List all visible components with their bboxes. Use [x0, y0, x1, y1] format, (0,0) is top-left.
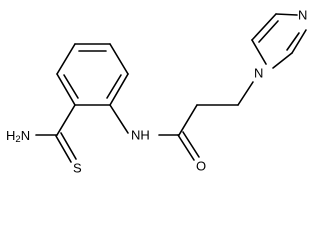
double-bond: [55, 135, 72, 163]
bond: [291, 29, 307, 54]
double-bond-inner: [106, 74, 122, 99]
bond: [56, 104, 76, 136]
double-bond: [60, 132, 77, 160]
double-bond: [182, 131, 200, 158]
bond: [237, 81, 254, 106]
double-bond-inner: [258, 20, 279, 43]
double-bond-inner: [286, 32, 300, 51]
bond: [56, 73, 76, 106]
double-bond-inner: [63, 74, 79, 99]
bond: [109, 73, 129, 106]
imidazole-n3-label: N: [298, 8, 307, 23]
sulfur-label: S: [73, 161, 82, 176]
bond: [109, 43, 129, 75]
bond: [109, 104, 129, 134]
bond: [251, 39, 267, 65]
oxygen-label: O: [196, 159, 206, 174]
imidazole-n1-label: N: [254, 66, 263, 81]
bond: [178, 104, 198, 136]
bond: [56, 43, 76, 75]
amide-group: [109, 104, 200, 161]
amine-label: H2N: [6, 128, 30, 145]
propyl-chain: [196, 81, 254, 106]
benzene-ring: [56, 43, 129, 106]
structure-svg: H2N S NH O N N: [6, 8, 307, 176]
imidazole-ring: [251, 13, 307, 69]
bond: [275, 13, 298, 16]
thioamide-group: [35, 104, 77, 163]
double-bond: [177, 134, 195, 161]
amide-nh-label: NH: [131, 128, 150, 143]
double-bond: [251, 13, 277, 41]
molecule-diagram: H2N S NH O N N: [6, 8, 307, 176]
bond: [272, 52, 293, 69]
